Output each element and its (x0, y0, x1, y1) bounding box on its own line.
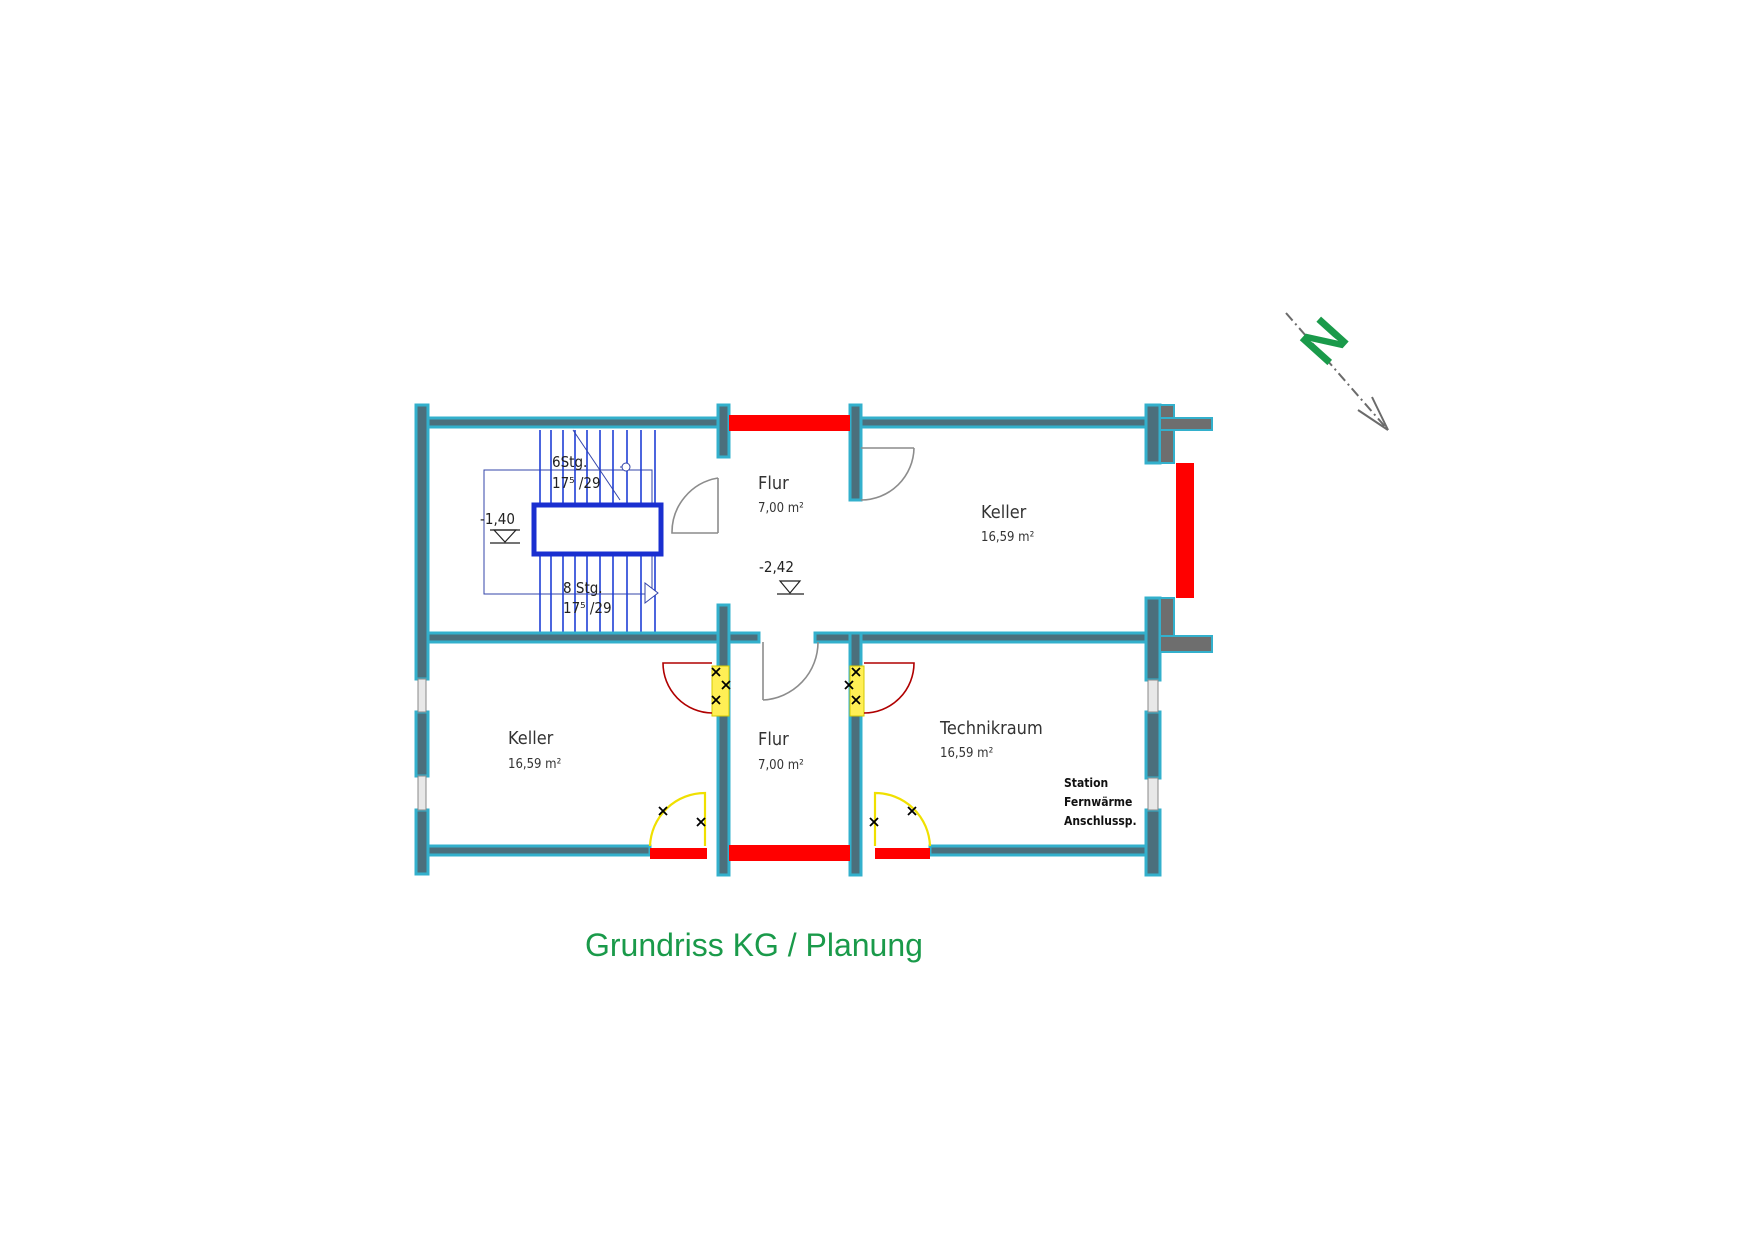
station-note-line-2: Fernwärme (1064, 795, 1132, 809)
room-keller-top-name: Keller (981, 502, 1027, 523)
svg-text:-1,40: -1,40 (480, 510, 515, 528)
staircase (483, 429, 664, 632)
station-note-line-3: Anschlussp. (1064, 814, 1137, 828)
room-keller-top-area: 16,59 m² (981, 530, 1034, 545)
new-walls (650, 415, 1194, 861)
level-marker-stair: -1,40 (480, 510, 520, 544)
room-flur-top-name: Flur (758, 473, 789, 494)
stair-lower-count: 8 Stg. (563, 579, 603, 597)
plan-title: Grundriss KG / Planung (585, 927, 923, 963)
room-flur-top-area: 7,00 m² (758, 501, 804, 516)
stair-well (531, 502, 664, 557)
room-flur-bottom-area: 7,00 m² (758, 758, 804, 773)
svg-text:-2,42: -2,42 (759, 558, 794, 576)
doors (648, 447, 932, 847)
level-marker-flur: -2,42 (759, 558, 804, 595)
north-arrow: N (1285, 307, 1389, 431)
stair-upper-count: 6Stg. (552, 453, 587, 471)
smoke-detector-marks (658, 667, 917, 827)
room-technikraum-name: Technikraum (939, 718, 1043, 739)
room-keller-bottom-name: Keller (508, 728, 554, 749)
room-technikraum-area: 16,59 m² (940, 746, 993, 761)
north-label: N (1289, 307, 1360, 376)
stair-upper-ratio: 17⁵ /29 (552, 474, 601, 492)
room-flur-bottom-name: Flur (758, 729, 789, 750)
walls (414, 403, 1213, 877)
stair-lower-ratio: 17⁵ /29 (563, 599, 612, 617)
station-note-line-1: Station (1064, 776, 1108, 790)
room-keller-bottom-area: 16,59 m² (508, 757, 561, 772)
